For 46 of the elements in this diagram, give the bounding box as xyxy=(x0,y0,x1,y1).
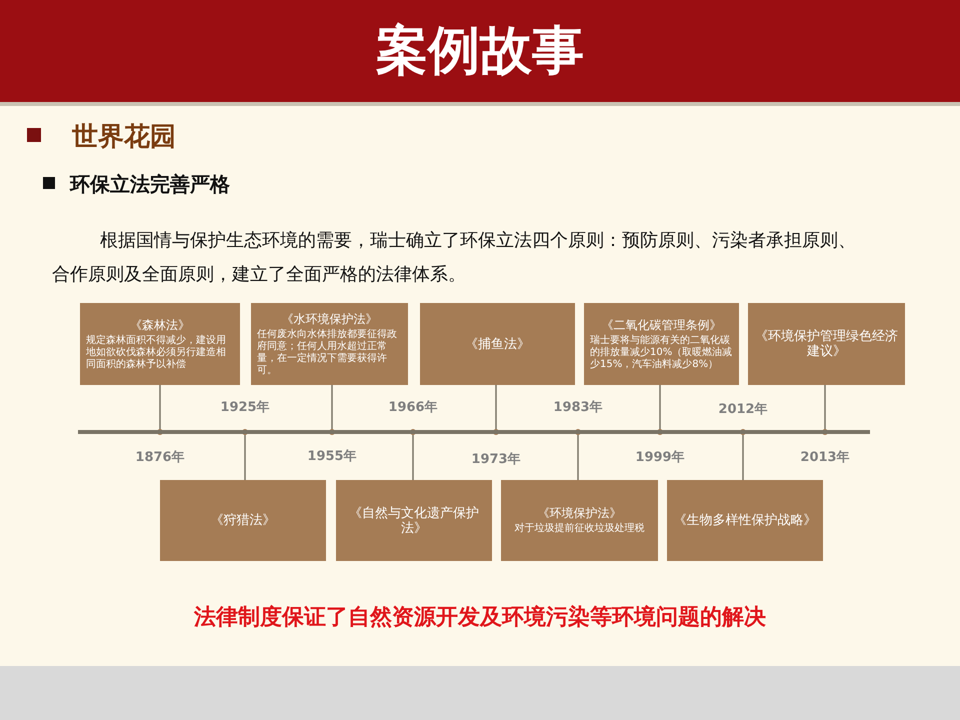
law-title: 《环境保护法》 xyxy=(538,506,622,521)
card-description: 任何废水向水体排放都要征得政府同意；任何人用水超过正常量，在一定情况下需要获得许可。 xyxy=(257,328,398,376)
law-title: 《捕鱼法》 xyxy=(465,336,530,352)
event-card xyxy=(748,303,905,385)
card-description: 规定森林面积不得减少，建设用地如欲砍伐森林必须另行建造相同面积的森林予以补偿 xyxy=(86,334,227,370)
year-label: 1973年 xyxy=(471,451,521,468)
timeline-bar xyxy=(78,430,870,434)
year-label: 1955年 xyxy=(307,448,357,465)
year-label: 2012年 xyxy=(718,401,768,418)
connector-line xyxy=(244,434,246,480)
connector-line xyxy=(824,385,826,430)
connector-line xyxy=(412,434,414,480)
event-card xyxy=(336,480,492,561)
law-title: 《生物多样性保护战略》 xyxy=(674,513,816,528)
law-title: 《狩猎法》 xyxy=(210,513,276,528)
law-title: 《森林法》 xyxy=(130,318,190,332)
subheading: 环保立法完善严格 xyxy=(70,171,231,198)
year-label: 2013年 xyxy=(800,449,850,466)
intro-paragraph: 根据国情与保护生态环境的需要，瑞士确立了环保立法四个原则：预防原则、污染者承担原则、合作原则及全面原则，建立了全面严格的法律体系。 xyxy=(52,229,857,287)
year-label: 1983年 xyxy=(553,399,603,416)
event-card xyxy=(80,303,240,385)
connector-line xyxy=(331,385,333,430)
connector-line xyxy=(495,385,497,430)
section-heading: 世界花园 xyxy=(72,121,177,154)
event-card xyxy=(501,480,658,561)
slide-title: 案例故事 xyxy=(376,20,584,83)
law-title: 《环境保护管理绿色经济建议》 xyxy=(754,329,899,359)
event-card xyxy=(251,303,408,385)
card-description: 瑞士要将与能源有关的二氧化碳的排放量减少10%（取暖燃油减少15%，汽车油料减少8%） xyxy=(590,334,733,370)
event-card xyxy=(667,480,823,561)
connector-line xyxy=(742,434,744,480)
card-description: 对于垃圾提前征收垃圾处理税 xyxy=(514,523,644,535)
year-label: 1925年 xyxy=(220,399,270,416)
event-card xyxy=(420,303,575,385)
connector-line xyxy=(659,385,661,430)
event-card xyxy=(160,480,326,561)
conclusion-text: 法律制度保证了自然资源开发及环境污染等环境问题的解决 xyxy=(192,604,767,632)
connector-line xyxy=(159,385,161,430)
law-title: 《二氧化碳管理条例》 xyxy=(602,318,722,332)
year-label: 1966年 xyxy=(388,399,438,416)
connector-line xyxy=(577,434,579,480)
law-title: 《水环境保护法》 xyxy=(282,312,378,326)
event-card xyxy=(584,303,739,385)
law-title: 《自然与文化遗产保护法》 xyxy=(348,506,480,536)
year-label: 1999年 xyxy=(635,449,685,466)
year-label: 1876年 xyxy=(135,449,185,466)
